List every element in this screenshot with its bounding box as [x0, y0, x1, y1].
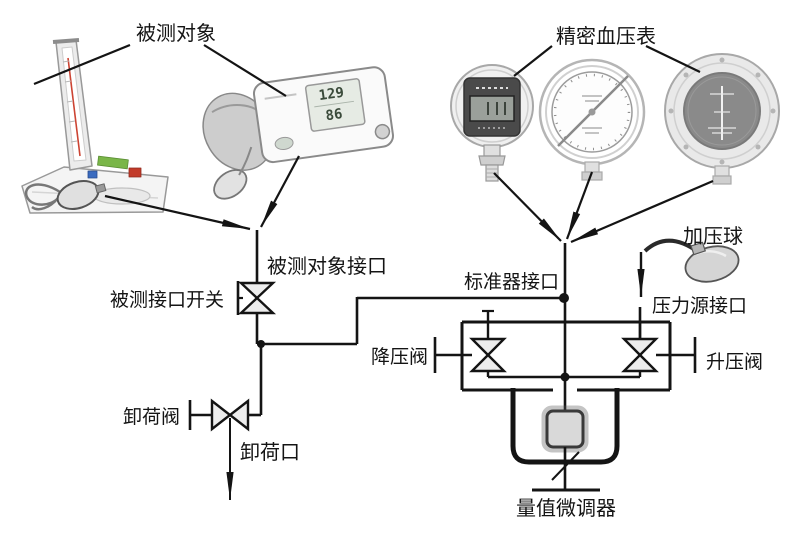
measured-object-bracket-right — [203, 44, 287, 97]
label-precision-gauge: 精密血压表 — [556, 24, 656, 48]
digital-gauge-neck — [483, 144, 501, 157]
arrow-from-sphygmo — [104, 194, 251, 231]
valve-unload — [188, 398, 250, 500]
sphygmo-tube-blue — [87, 170, 98, 179]
reduce-valve-top — [469, 337, 507, 357]
label-measured-object-port: 被测对象接口 — [267, 254, 387, 278]
monitor-bulb — [213, 169, 248, 200]
tuner-adjust-slash — [551, 451, 580, 481]
bulb-nozzle — [690, 241, 707, 256]
monitor-lcd — [304, 78, 366, 132]
sphygmo-top-cap — [52, 38, 80, 44]
label-brackets — [33, 43, 701, 97]
dark-gauge-screws — [668, 57, 776, 165]
piping — [248, 230, 567, 417]
monitor-logo — [274, 136, 294, 151]
digital-gauge-nut — [478, 155, 506, 166]
analog-gauge-ticks — [553, 73, 631, 151]
label-measured-port-switch: 被测接口开关 — [110, 289, 224, 311]
dark-gauge-neck — [714, 165, 730, 177]
junction-object-line — [257, 340, 265, 348]
digital-pressure-gauge — [450, 64, 534, 182]
label-pressure-bulb: 加压球 — [683, 224, 743, 248]
analog-gauge-hub — [588, 108, 596, 116]
increase-valve-bottom — [621, 353, 659, 373]
sphygmo-scale-ticks — [62, 60, 78, 143]
valve-measured-port-switch — [236, 281, 277, 315]
junction-standard-port — [559, 293, 569, 303]
tuner-piston — [545, 409, 585, 449]
sphygmo-mercury-line — [67, 57, 81, 157]
precision-gauge-bracket-right — [645, 45, 701, 73]
label-reduce-valve: 降压阀 — [371, 346, 428, 368]
fine-tuner-group — [510, 388, 620, 492]
increase-valve-top — [621, 337, 659, 357]
reduce-valve-bottom — [469, 353, 507, 373]
dark-gauge-face-ring — [687, 76, 757, 146]
precision-gauge-bracket-left — [513, 45, 553, 77]
dark-gauge-nut — [712, 175, 732, 185]
monitor-lcd-divider — [314, 100, 354, 108]
measured-object-bracket-left — [33, 43, 131, 86]
label-measured-object: 被测对象 — [136, 21, 216, 45]
electronic-bp-monitor: 129 86 — [202, 66, 394, 200]
pressure-bulb-group — [637, 238, 740, 340]
valve-reduce — [433, 309, 507, 377]
arrow-from-dark-gauge — [570, 179, 714, 244]
precision-analog-gauge — [538, 58, 646, 181]
sphygmo-coiled-tube — [24, 183, 61, 211]
label-unload-port: 卸荷口 — [240, 440, 300, 464]
valve-unload-left — [210, 398, 232, 432]
digital-gauge-lcd — [469, 95, 515, 122]
monitor-start-button — [374, 123, 391, 140]
dark-face-gauge — [664, 53, 780, 185]
dark-gauge-rim2 — [673, 62, 771, 160]
analog-gauge-text — [582, 95, 602, 134]
label-fine-tuner: 量值微调器 — [516, 496, 616, 520]
arrow-from-analog-gauge — [565, 171, 594, 240]
digital-gauge-lcd-digits — [487, 102, 506, 115]
monitor-tube — [238, 146, 253, 176]
mercury-sphygmomanometer — [21, 38, 169, 214]
valve-unload-right — [228, 398, 250, 432]
analog-gauge-rim2 — [545, 65, 639, 159]
sphygmo-cuff-green — [97, 155, 129, 170]
label-increase-valve: 升压阀 — [706, 351, 763, 373]
valve-switch-bottom — [237, 296, 277, 315]
sphygmo-tube-red — [128, 167, 142, 178]
convergence-arrows — [104, 155, 714, 244]
monitor-systolic-value: 129 — [318, 85, 345, 104]
arrow-from-digital-gauge — [493, 172, 562, 242]
analog-gauge-neck — [584, 161, 600, 173]
digital-gauge-ring-inner — [455, 69, 529, 143]
valve-switch-top — [237, 281, 277, 300]
dark-gauge-text — [708, 93, 736, 134]
monitor-vent — [264, 93, 297, 100]
label-unload-valve: 卸荷阀 — [123, 406, 180, 428]
arrow-from-monitor — [260, 155, 300, 228]
valve-increase — [621, 322, 697, 377]
label-pressure-source-port: 压力源接口 — [652, 295, 747, 317]
monitor-diastolic-value: 86 — [325, 106, 344, 124]
digital-gauge-thread-lines — [486, 168, 498, 178]
label-standard-port: 标准器接口 — [464, 271, 559, 293]
sphygmo-bulb-valve — [94, 183, 107, 194]
